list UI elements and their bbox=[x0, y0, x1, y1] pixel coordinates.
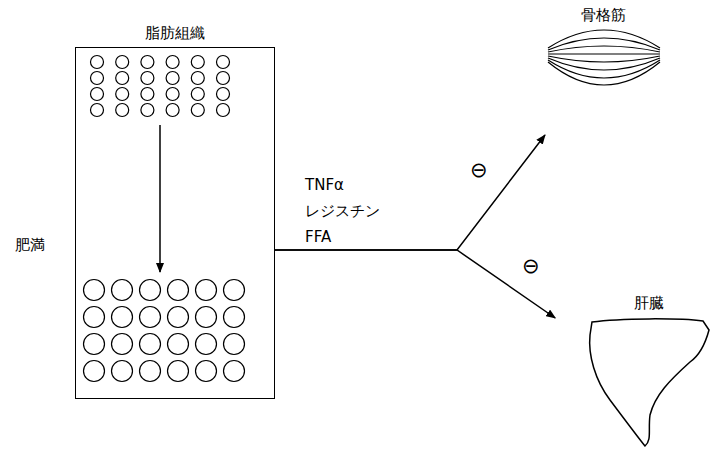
fat-cell bbox=[141, 72, 154, 85]
muscle-fiber bbox=[548, 30, 660, 48]
fat-cell bbox=[168, 280, 189, 301]
fat-cell bbox=[166, 88, 179, 101]
factor-label: TNFα bbox=[305, 176, 344, 194]
fat-cell bbox=[91, 104, 104, 117]
fat-cell bbox=[168, 307, 189, 328]
fat-cell bbox=[116, 104, 129, 117]
fat-cell bbox=[166, 104, 179, 117]
signal-arrow bbox=[275, 135, 545, 250]
fat-cell bbox=[116, 56, 129, 69]
fat-cell bbox=[141, 104, 154, 117]
fat-cell bbox=[112, 280, 133, 301]
fat-cell bbox=[196, 334, 217, 355]
inhibition-symbol: ⊖ bbox=[522, 254, 540, 278]
fat-cell bbox=[196, 307, 217, 328]
fat-cell bbox=[91, 88, 104, 101]
fat-cell bbox=[91, 72, 104, 85]
fat-cell bbox=[140, 334, 161, 355]
muscle-fiber bbox=[548, 56, 660, 62]
fat-cell bbox=[140, 307, 161, 328]
node-heading: 脂肪組織 bbox=[145, 24, 205, 42]
node-heading: 骨格筋 bbox=[581, 6, 626, 24]
fat-cell bbox=[224, 307, 245, 328]
muscle-fiber bbox=[548, 62, 660, 85]
fat-cell bbox=[112, 361, 133, 382]
node-heading: 肝臓 bbox=[634, 294, 664, 312]
fat-cell bbox=[224, 361, 245, 382]
fat-cell bbox=[191, 88, 204, 101]
fat-cell bbox=[224, 334, 245, 355]
fat-cell bbox=[196, 280, 217, 301]
fat-cell bbox=[84, 307, 105, 328]
liver-outline bbox=[590, 319, 709, 446]
muscle-fiber bbox=[548, 46, 660, 52]
muscle-node: 骨格筋 bbox=[545, 30, 662, 87]
fat-cell bbox=[166, 72, 179, 85]
fat-cell bbox=[196, 361, 217, 382]
fat-cell bbox=[91, 56, 104, 69]
growth-arrow bbox=[159, 125, 161, 272]
factor-label: FFA bbox=[305, 228, 331, 246]
signal-arrow bbox=[275, 250, 555, 318]
fat-cell bbox=[191, 56, 204, 69]
fat-cell bbox=[217, 104, 230, 117]
fat-cell bbox=[116, 72, 129, 85]
tissue-box: 脂肪組織 bbox=[75, 47, 275, 399]
liver-node: 肝臓 bbox=[588, 318, 710, 448]
muscle-fiber bbox=[548, 58, 660, 70]
fat-cell bbox=[217, 88, 230, 101]
muscle-fiber bbox=[548, 38, 660, 50]
condition-label: 肥満 bbox=[15, 236, 45, 254]
muscle-fiber bbox=[548, 53, 660, 54]
fat-cell bbox=[217, 72, 230, 85]
fat-cell bbox=[224, 280, 245, 301]
fat-cell bbox=[84, 280, 105, 301]
inhibition-symbol: ⊖ bbox=[470, 158, 488, 182]
fat-cell bbox=[141, 88, 154, 101]
fat-cell bbox=[166, 56, 179, 69]
muscle-fiber bbox=[548, 60, 660, 78]
factor-label: レジスチン bbox=[305, 202, 380, 220]
fat-cell bbox=[191, 104, 204, 117]
fat-cell bbox=[168, 334, 189, 355]
muscle-illustration bbox=[548, 30, 660, 85]
fat-cell bbox=[116, 88, 129, 101]
fat-cell bbox=[140, 361, 161, 382]
fat-cell bbox=[140, 280, 161, 301]
fat-cell bbox=[112, 334, 133, 355]
fat-cell bbox=[84, 361, 105, 382]
fat-cell bbox=[84, 334, 105, 355]
fat-cell bbox=[217, 56, 230, 69]
fat-cell bbox=[191, 72, 204, 85]
fat-cell bbox=[168, 361, 189, 382]
fat-cell bbox=[141, 56, 154, 69]
fat-cells bbox=[84, 56, 245, 382]
fat-cell bbox=[112, 307, 133, 328]
